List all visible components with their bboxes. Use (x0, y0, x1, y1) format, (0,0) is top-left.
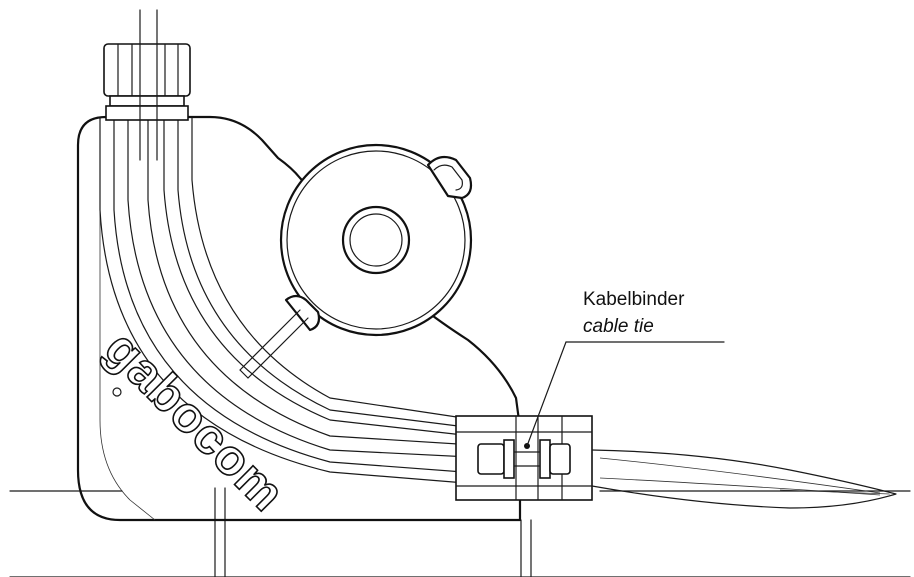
top-coupling-nut (103, 43, 191, 121)
cable-tie (524, 341, 725, 449)
label-kabelbinder: Kabelbinder (583, 289, 685, 310)
curved-conduit-bundle (99, 117, 491, 486)
support-posts (214, 487, 532, 577)
reel-strap-rod (239, 309, 309, 379)
housing-body (76, 115, 522, 522)
side-clamp (455, 415, 593, 501)
ground-lines (9, 490, 911, 577)
housing-inner-edge (99, 130, 156, 521)
cable-tail (591, 449, 897, 509)
logo-dot (112, 387, 122, 397)
label-cable-tie: cable tie (583, 316, 654, 337)
cable-reel (279, 143, 473, 337)
